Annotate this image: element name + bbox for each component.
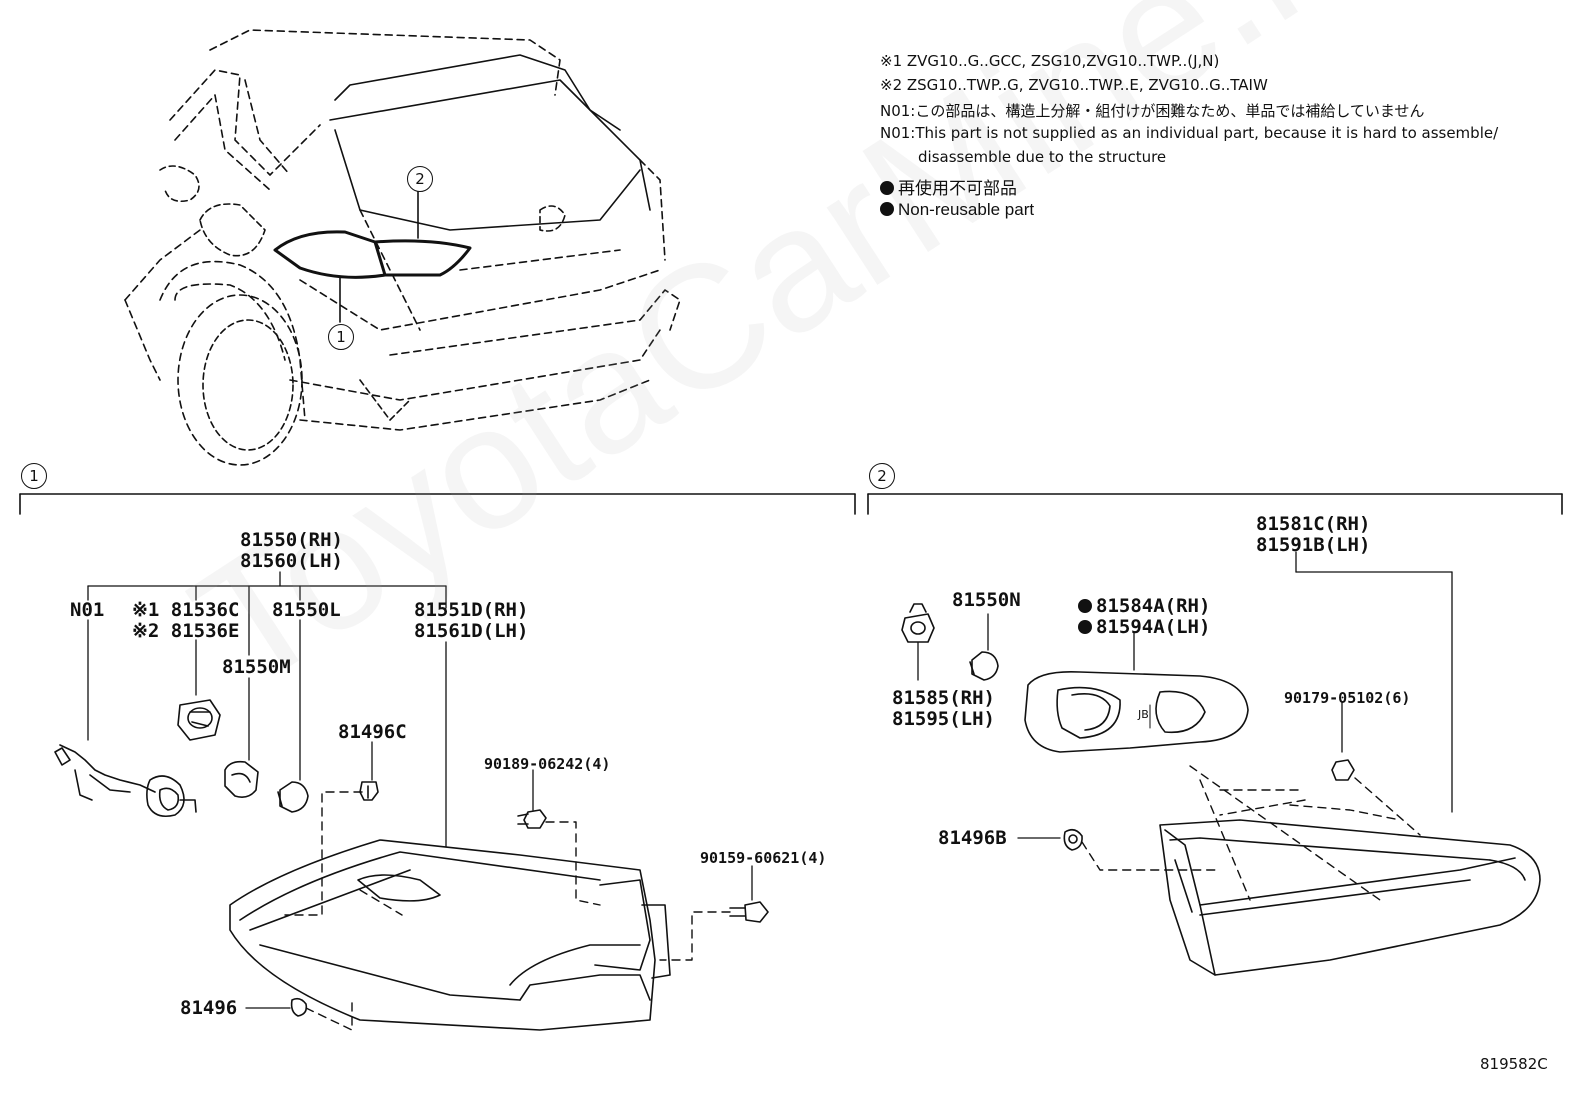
note-variant-2: ※2 ZSG10..TWP..G, ZVG10..TWP..E, ZVG10..… [880,76,1268,94]
gasket-81584a: JB [1024,670,1249,753]
part-label-81550: 81550(RH) [240,529,343,551]
callout-1-section: 1 [21,463,47,489]
non-reusable-dot-icon [880,202,894,216]
screw-90159 [729,901,769,923]
part-label-81584a: 81584A(RH) [1078,596,1210,617]
non-reusable-dot-icon [1078,620,1092,634]
callout-1-vehicle: 1 [328,324,354,350]
non-reusable-dot-icon [1078,599,1092,613]
part-label-n01: N01 [70,599,105,621]
part-label-81591b: 81591B(LH) [1256,534,1371,556]
section-1-leaders [87,571,753,1009]
section-2-bracket [867,493,1563,515]
legend-en-text: Non-reusable part [898,200,1035,219]
part-label-81561d: 81561D(LH) [414,620,529,642]
section-2-leaders [917,551,1453,839]
part-label-81551d: 81551D(RH) [414,599,529,621]
part-label-81496b: 81496B [938,827,1007,849]
non-reusable-dot-icon [880,181,894,195]
section-2-dashed-assembly-lines [1081,765,1421,901]
clip-81496b [1063,828,1083,851]
vehicle-rear-illustration [124,29,681,466]
bulb-81550n [969,651,999,681]
part-label-81585: 81585(RH) [892,687,995,709]
part-label-90179: 90179-05102(6) [1284,689,1411,707]
part-label-81536e: ※2 81536E [132,620,240,642]
part-label-81536c: ※1 81536C [132,599,240,621]
section-1-bracket [19,493,856,515]
section-1-dashed-assembly-lines [284,791,731,1031]
bulb-socket-81550m [224,760,259,798]
part-label-90189: 90189-06242(4) [484,755,611,773]
bulb-81550l [277,781,309,813]
callout-2-section: 2 [869,463,895,489]
part-label-90159: 90159-60621(4) [700,849,827,867]
clip-81496c [359,781,379,801]
legend-jp: 再使用不可部品 [880,174,1017,199]
note-variant-1: ※1 ZVG10..G..GCC, ZSG10,ZVG10..TWP..(J,N… [880,52,1220,70]
svg-text:JB: JB [1137,708,1149,721]
part-label-81595: 81595(LH) [892,708,995,730]
part-label-81550n: 81550N [952,589,1021,611]
rear-combination-lamp-outer [229,839,671,1031]
part-label-81560: 81560(LH) [240,550,343,572]
callout-2-vehicle: 2 [407,166,433,192]
figure-code: 819582C [1480,1055,1548,1073]
wire-harness-n01 [54,744,197,818]
part-label-81550l: 81550L [272,599,341,621]
part-label-81584a-text: 81584A(RH) [1096,595,1211,617]
part-label-81594a-text: 81594A(LH) [1096,616,1211,638]
rear-lamp-inner-81581 [1159,819,1541,976]
clip-81496 [290,997,308,1017]
legend-jp-text: 再使用不可部品 [898,179,1017,199]
part-label-81496c: 81496C [338,721,407,743]
part-label-81496: 81496 [180,997,238,1019]
part-label-81550m: 81550M [222,656,291,678]
nut-90189 [517,809,547,829]
note-n01-en-cont: disassemble due to the structure [918,148,1167,166]
socket-81585 [901,603,935,643]
legend-en: Non-reusable part [880,200,1034,220]
nut-90179 [1331,759,1355,781]
bulb-socket-81536 [177,699,221,741]
part-label-81581c: 81581C(RH) [1256,513,1371,535]
part-label-81594a: 81594A(LH) [1078,617,1210,638]
note-n01-en: N01:This part is not supplied as an indi… [880,124,1499,142]
note-n01-jp: N01:この部品は、構造上分解・組付けが困難なため、単品では補給していません [880,102,1425,120]
